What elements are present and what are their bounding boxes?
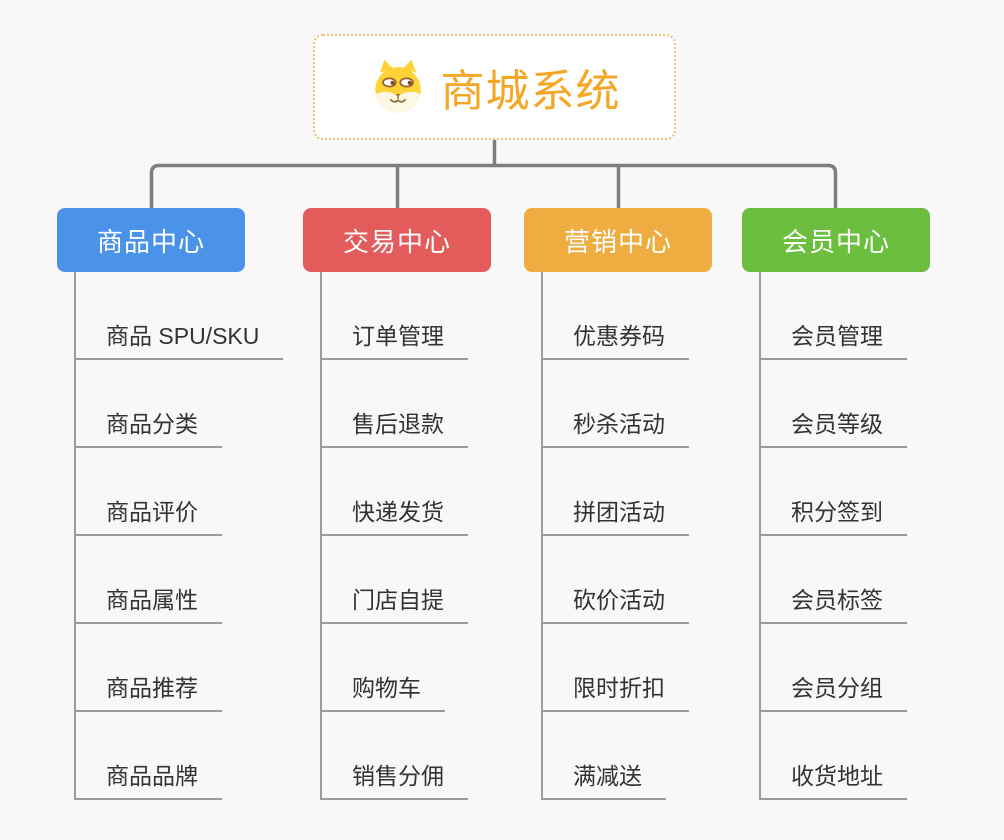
branch-children: 订单管理售后退款快递发货门店自提购物车销售分佣 bbox=[320, 272, 468, 800]
child-label: 商品评价 bbox=[106, 499, 198, 525]
child-node[interactable]: 限时折扣 bbox=[543, 624, 689, 712]
child-label: 满减送 bbox=[573, 763, 642, 789]
child-node[interactable]: 秒杀活动 bbox=[543, 360, 689, 448]
branch-node-2[interactable]: 交易中心 bbox=[303, 208, 491, 272]
branch-label: 交易中心 bbox=[342, 226, 451, 257]
child-label: 销售分佣 bbox=[352, 763, 444, 789]
child-node[interactable]: 门店自提 bbox=[322, 536, 468, 624]
child-label: 秒杀活动 bbox=[573, 411, 665, 437]
branch: 营销中心 优惠券码秒杀活动拼团活动砍价活动限时折扣满减送 bbox=[524, 208, 712, 800]
child-node[interactable]: 快递发货 bbox=[322, 448, 468, 536]
child-label: 会员分组 bbox=[791, 675, 883, 701]
branch-node-4[interactable]: 会员中心 bbox=[742, 208, 930, 272]
root-node[interactable]: 商城系统 bbox=[313, 34, 676, 140]
root-title: 商城系统 bbox=[440, 67, 621, 116]
branch: 商品中心 商品 SPU/SKU 商品分类商品评价商品属性商品推荐商品品牌 bbox=[57, 208, 284, 800]
child-label: 门店自提 bbox=[352, 587, 444, 613]
branch-children: 优惠券码秒杀活动拼团活动砍价活动限时折扣满减送 bbox=[541, 272, 689, 800]
child-node[interactable]: 会员标签 bbox=[761, 536, 907, 624]
child-label: 砍价活动 bbox=[573, 587, 665, 613]
child-label: 购物车 bbox=[352, 675, 421, 701]
child-node[interactable]: 商品品牌 bbox=[76, 712, 222, 800]
shiba-dog-icon bbox=[374, 59, 421, 113]
child-label: 售后退款 bbox=[352, 411, 444, 437]
branch-label: 会员中心 bbox=[781, 226, 890, 257]
child-label: 会员标签 bbox=[791, 587, 883, 613]
branch-children: 商品 SPU/SKU 商品分类商品评价商品属性商品推荐商品品牌 bbox=[74, 272, 284, 800]
child-node[interactable]: 售后退款 bbox=[322, 360, 468, 448]
child-label: 收货地址 bbox=[791, 763, 883, 789]
child-label: 优惠券码 bbox=[573, 323, 665, 349]
child-label: 订单管理 bbox=[352, 323, 444, 349]
child-label: 商品分类 bbox=[106, 411, 198, 437]
child-label: 会员等级 bbox=[791, 411, 883, 437]
child-node[interactable]: 购物车 bbox=[322, 624, 445, 712]
child-label: 积分签到 bbox=[791, 499, 883, 525]
child-node[interactable]: 拼团活动 bbox=[543, 448, 689, 536]
child-label: 拼团活动 bbox=[573, 499, 665, 525]
branch-node-1[interactable]: 商品中心 bbox=[57, 208, 245, 272]
child-label: 商品推荐 bbox=[106, 675, 198, 701]
child-node[interactable]: 商品评价 bbox=[76, 448, 222, 536]
child-label: 限时折扣 bbox=[573, 675, 665, 701]
branch-label: 商品中心 bbox=[96, 226, 205, 257]
branch-children: 会员管理会员等级积分签到会员标签会员分组收货地址 bbox=[759, 272, 907, 800]
child-label: 商品属性 bbox=[106, 587, 198, 613]
child-node[interactable]: 商品推荐 bbox=[76, 624, 222, 712]
child-node[interactable]: 商品 SPU/SKU bbox=[76, 272, 284, 360]
branch: 交易中心 订单管理售后退款快递发货门店自提购物车销售分佣 bbox=[303, 208, 491, 800]
child-label: 商品 SPU/SKU bbox=[106, 323, 260, 349]
child-node[interactable]: 砍价活动 bbox=[543, 536, 689, 624]
branch-rail-line bbox=[149, 163, 838, 209]
child-node[interactable]: 优惠券码 bbox=[543, 272, 689, 360]
child-node[interactable]: 收货地址 bbox=[761, 712, 907, 800]
child-node[interactable]: 销售分佣 bbox=[322, 712, 468, 800]
child-node[interactable]: 会员分组 bbox=[761, 624, 907, 712]
child-node[interactable]: 商品属性 bbox=[76, 536, 222, 624]
child-label: 商品品牌 bbox=[106, 763, 198, 789]
branch-label: 营销中心 bbox=[563, 226, 672, 257]
child-node[interactable]: 会员等级 bbox=[761, 360, 907, 448]
child-node[interactable]: 会员管理 bbox=[761, 272, 907, 360]
branch-node-3[interactable]: 营销中心 bbox=[524, 208, 712, 272]
child-label: 会员管理 bbox=[791, 323, 883, 349]
child-node[interactable]: 满减送 bbox=[543, 712, 666, 800]
branch: 会员中心 会员管理会员等级积分签到会员标签会员分组收货地址 bbox=[742, 208, 930, 800]
child-label: 快递发货 bbox=[352, 499, 444, 525]
child-node[interactable]: 积分签到 bbox=[761, 448, 907, 536]
child-node[interactable]: 商品分类 bbox=[76, 360, 222, 448]
child-node[interactable]: 订单管理 bbox=[322, 272, 468, 360]
